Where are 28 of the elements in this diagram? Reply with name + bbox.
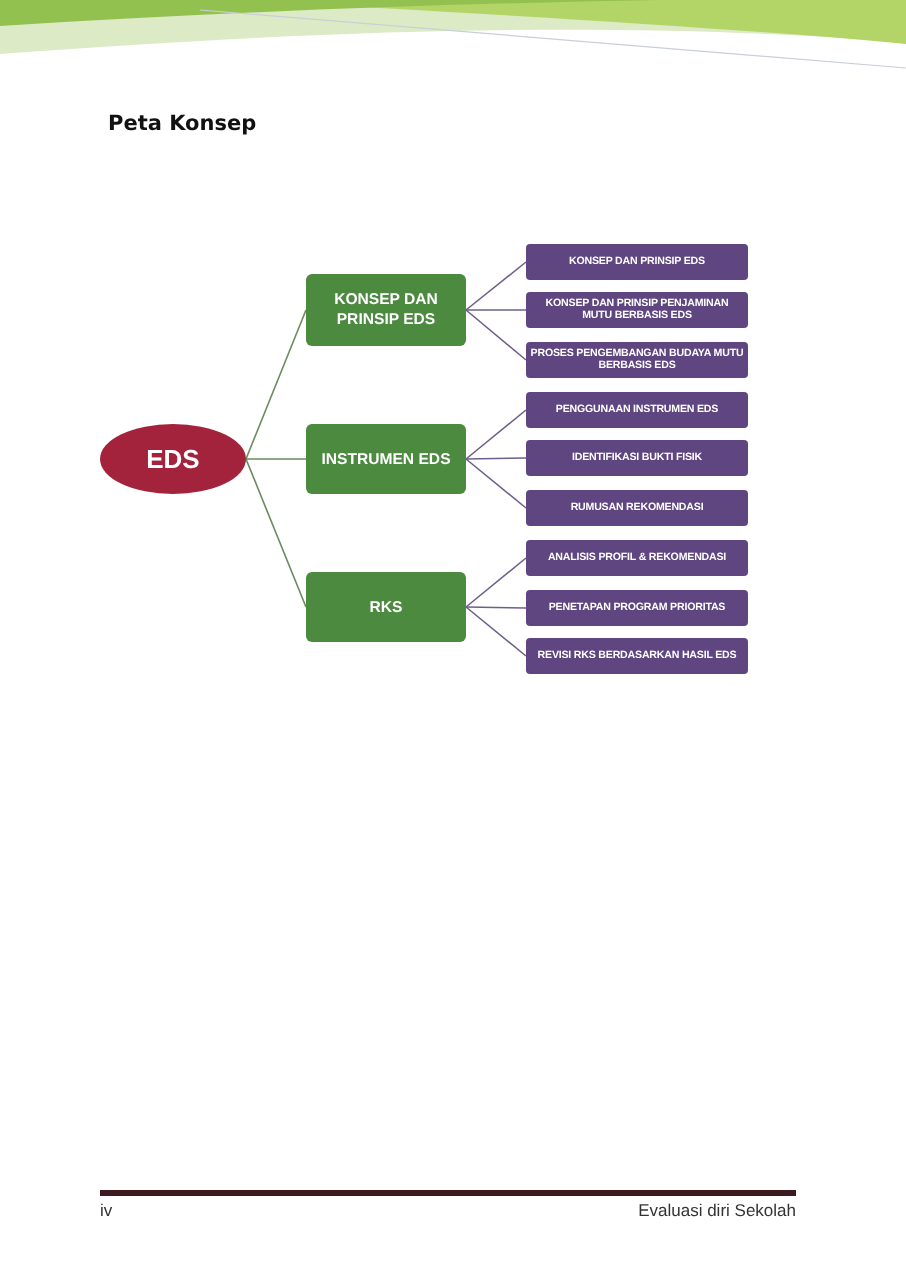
connector-line (465, 606, 527, 657)
connector-line (245, 309, 307, 460)
subtopic-box (526, 638, 748, 674)
subtopic-box (526, 392, 748, 428)
connector-line (465, 606, 527, 609)
subtopic-box (526, 440, 748, 476)
connector-line (465, 457, 527, 460)
connector-line (465, 557, 527, 608)
subtopic-box (526, 244, 748, 280)
connector-line (245, 458, 307, 608)
connector-line (245, 458, 307, 460)
page-number: iv (100, 1200, 113, 1220)
subtopic-box (526, 292, 748, 328)
ellipse-node (100, 424, 246, 494)
node-label: EDS (146, 444, 200, 474)
subtopic-box (526, 490, 748, 526)
topic-box (306, 424, 466, 494)
topic-box (306, 572, 466, 642)
connector-line (465, 309, 527, 361)
page-title: Peta Konsep (108, 112, 257, 136)
subtopic-box (526, 590, 748, 626)
subtopic-box (526, 540, 748, 576)
connector-line (465, 458, 527, 509)
topic-box (306, 274, 466, 346)
connector-line (465, 309, 527, 311)
footer-text: Evaluasi diri Sekolah (638, 1200, 796, 1220)
connector-line (465, 409, 527, 460)
connector-line (465, 261, 527, 311)
